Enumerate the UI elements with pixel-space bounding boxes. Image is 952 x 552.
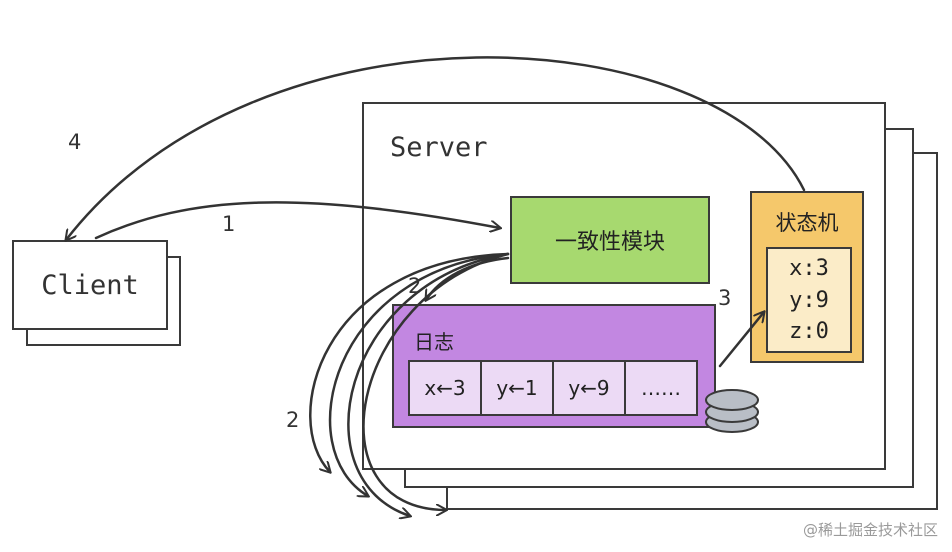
step-label-3: 3 [718,286,732,310]
step-label-4: 4 [68,130,82,154]
state-machine-vars: x:3 y:9 z:0 [766,247,852,353]
disk-icon [705,389,759,433]
log-entry: …… [624,360,698,416]
server-title: Server [390,132,488,163]
log-entries: x←3 y←1 y←9 …… [408,360,698,416]
state-var: y:9 [789,287,829,313]
arrow-step-1 [94,201,500,240]
client-label: Client [41,269,139,301]
arrow-step-2b-3 [347,252,510,516]
state-var: x:3 [789,255,829,281]
step-label-1: 1 [222,212,236,236]
state-machine-title: 状态机 [775,211,839,235]
log-entry: x←3 [408,360,482,416]
arrow-step-2b-4 [362,252,510,510]
client-box: Client [12,240,168,330]
log: 日志 x←3 y←1 y←9 …… [392,304,716,428]
state-var: z:0 [789,319,829,345]
step-label-2a: 2 [408,274,422,298]
arrow-step-4 [66,56,806,240]
arrow-step-3 [718,312,764,368]
state-machine: 状态机 x:3 y:9 z:0 [750,191,864,363]
consensus-module: 一致性模块 [510,196,710,284]
arrow-step-2b-2 [328,252,510,496]
watermark: @稀土掘金技术社区 [802,521,938,539]
log-entry: y←9 [552,360,626,416]
log-title: 日志 [414,330,454,354]
log-entry: y←1 [480,360,554,416]
arrow-step-2b-1 [309,252,510,472]
consensus-module-label: 一致性模块 [554,230,665,255]
step-label-2b: 2 [286,408,300,432]
